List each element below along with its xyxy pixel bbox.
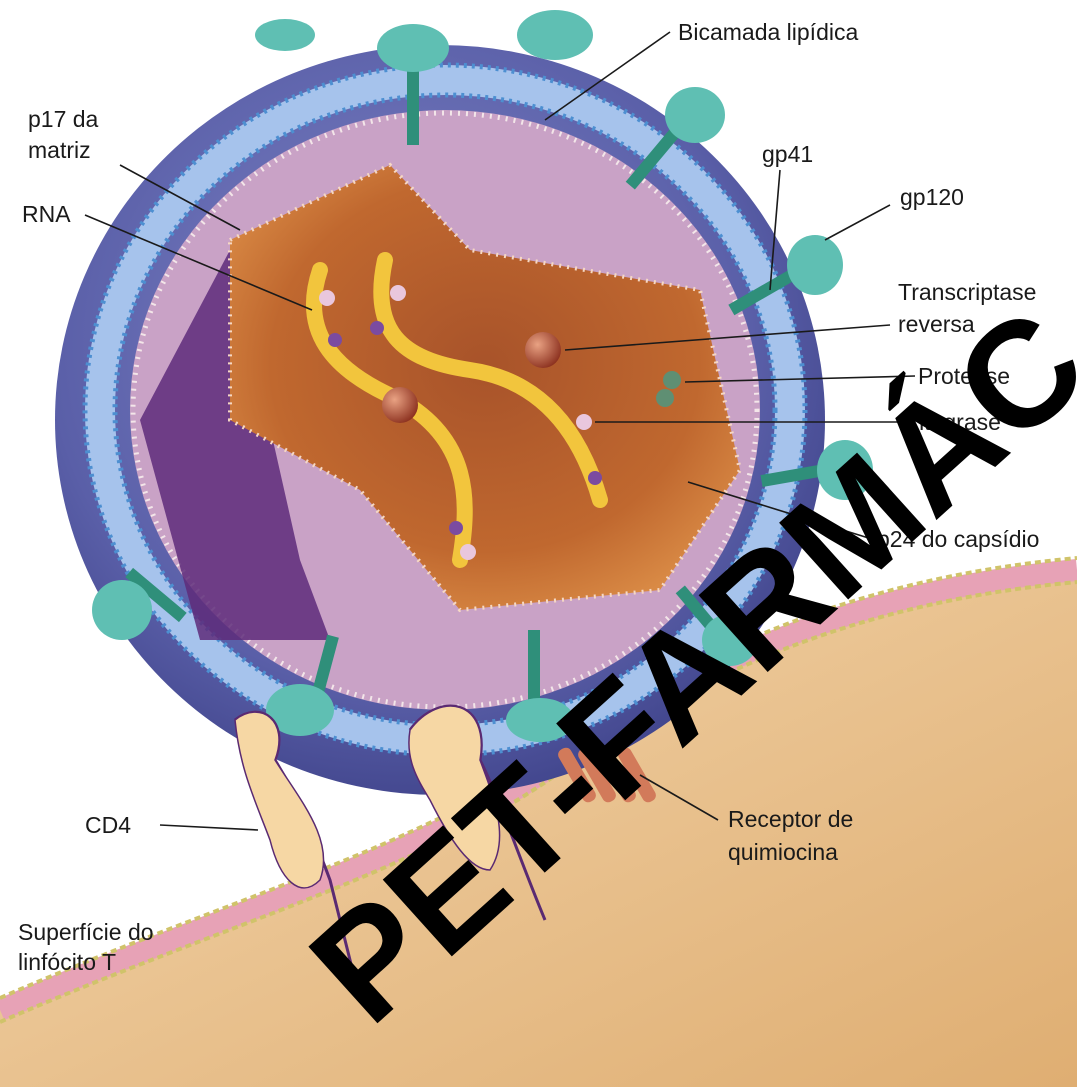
glycoprotein-spike	[517, 10, 593, 60]
label-p17-line1: p17 da	[28, 106, 99, 132]
label-receptor-line1: Receptor de	[728, 806, 853, 832]
label-surface-line1: Superfície do	[18, 919, 154, 945]
label-gp120: gp120	[900, 184, 964, 210]
label-rna: RNA	[22, 201, 71, 227]
reverse-transcriptase-sphere	[525, 332, 561, 368]
label-surface-line2: linfócito T	[18, 949, 116, 975]
protease-dot	[663, 371, 681, 389]
label-receptor-line2: quimiocina	[728, 839, 838, 865]
label-p17-line2: matriz	[28, 137, 91, 163]
reverse-transcriptase-sphere	[382, 387, 418, 423]
label-bicamada: Bicamada lipídica	[678, 19, 858, 45]
integrase-dot	[576, 414, 592, 430]
protease-dot	[656, 389, 674, 407]
label-cd4: CD4	[85, 812, 131, 838]
glycoprotein-spike	[255, 19, 315, 51]
label-gp41: gp41	[762, 141, 813, 167]
